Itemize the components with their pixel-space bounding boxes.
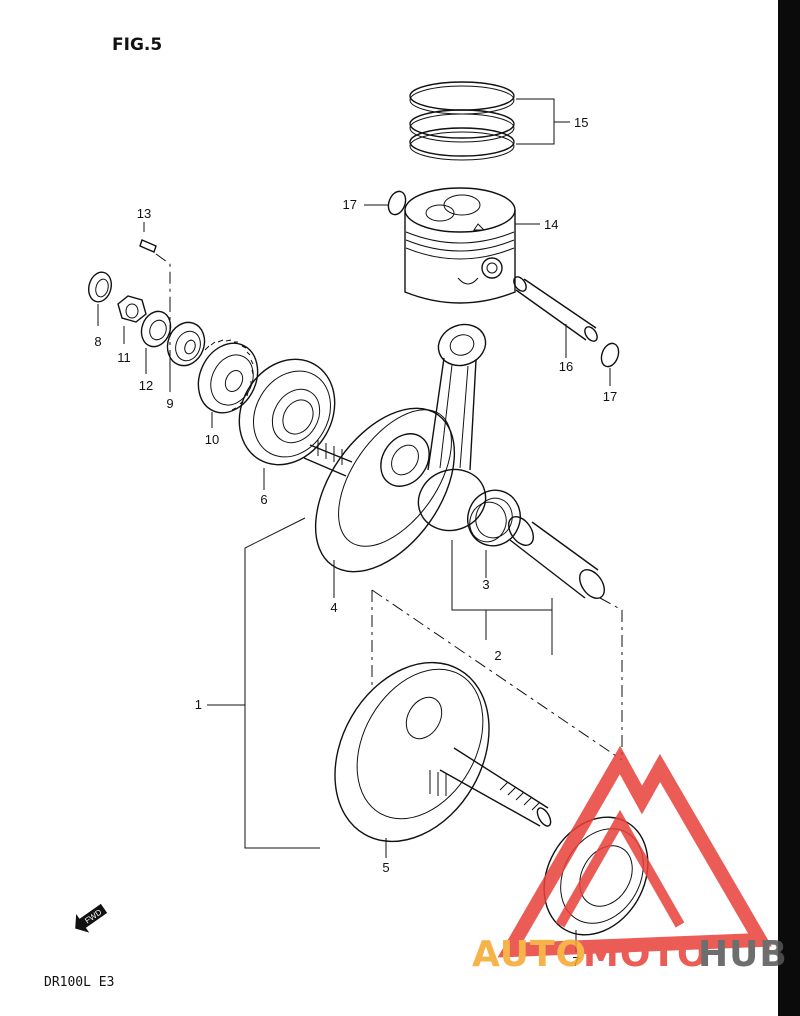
watermark-hub: HUB <box>698 934 788 975</box>
crankshaft-lower-half <box>334 661 552 843</box>
piston <box>404 187 516 304</box>
needle-bearing <box>467 489 521 547</box>
connecting-rod <box>417 323 487 532</box>
fwd-arrow-icon: FWD <box>75 903 108 933</box>
callout-13: 13 <box>137 206 151 221</box>
timing-gear <box>166 321 206 367</box>
callout-numbers: 1 2 3 4 5 6 7 8 9 10 11 12 13 14 15 16 1… <box>94 115 617 969</box>
leader-1 <box>207 517 320 849</box>
piston-rings <box>409 81 515 161</box>
callout-17b: 17 <box>603 389 617 404</box>
assembly-lines <box>371 589 623 761</box>
watermark-logo: AUTO MOTO HUB <box>472 745 788 975</box>
washer <box>140 310 172 348</box>
assembly-axis-left <box>155 253 171 370</box>
callout-2: 2 <box>494 648 501 663</box>
callout-15: 15 <box>574 115 588 130</box>
callout-8: 8 <box>94 334 101 349</box>
woodruff-key <box>139 239 157 253</box>
circlip-lower <box>600 342 620 368</box>
piston-pin <box>513 276 598 342</box>
callout-14: 14 <box>544 217 558 232</box>
callout-16: 16 <box>559 359 573 374</box>
model-code: DR100L E3 <box>44 975 114 990</box>
callout-9: 9 <box>166 396 173 411</box>
oil-seal <box>87 271 113 303</box>
callout-10: 10 <box>205 432 219 447</box>
watermark-moto: MOTO <box>583 934 709 975</box>
bearing-left <box>238 358 336 466</box>
leader-15 <box>516 98 570 145</box>
scan-border <box>778 0 800 1016</box>
figure-title: FIG.5 <box>112 35 162 55</box>
callout-4: 4 <box>330 600 337 615</box>
callout-6: 6 <box>260 492 267 507</box>
nut <box>117 295 147 323</box>
callout-12: 12 <box>139 378 153 393</box>
callout-1: 1 <box>195 697 202 712</box>
crank-pin <box>507 515 606 600</box>
callout-7: 7 <box>572 954 579 969</box>
callout-5: 5 <box>382 860 389 875</box>
watermark-auto: AUTO <box>472 934 587 975</box>
circlip-upper <box>387 190 407 216</box>
primary-gear <box>197 339 259 414</box>
callout-11: 11 <box>117 350 131 365</box>
crankshaft-upper-half <box>303 407 456 573</box>
callout-3: 3 <box>482 577 489 592</box>
leader-2 <box>451 540 553 655</box>
callout-17a: 17 <box>343 197 357 212</box>
